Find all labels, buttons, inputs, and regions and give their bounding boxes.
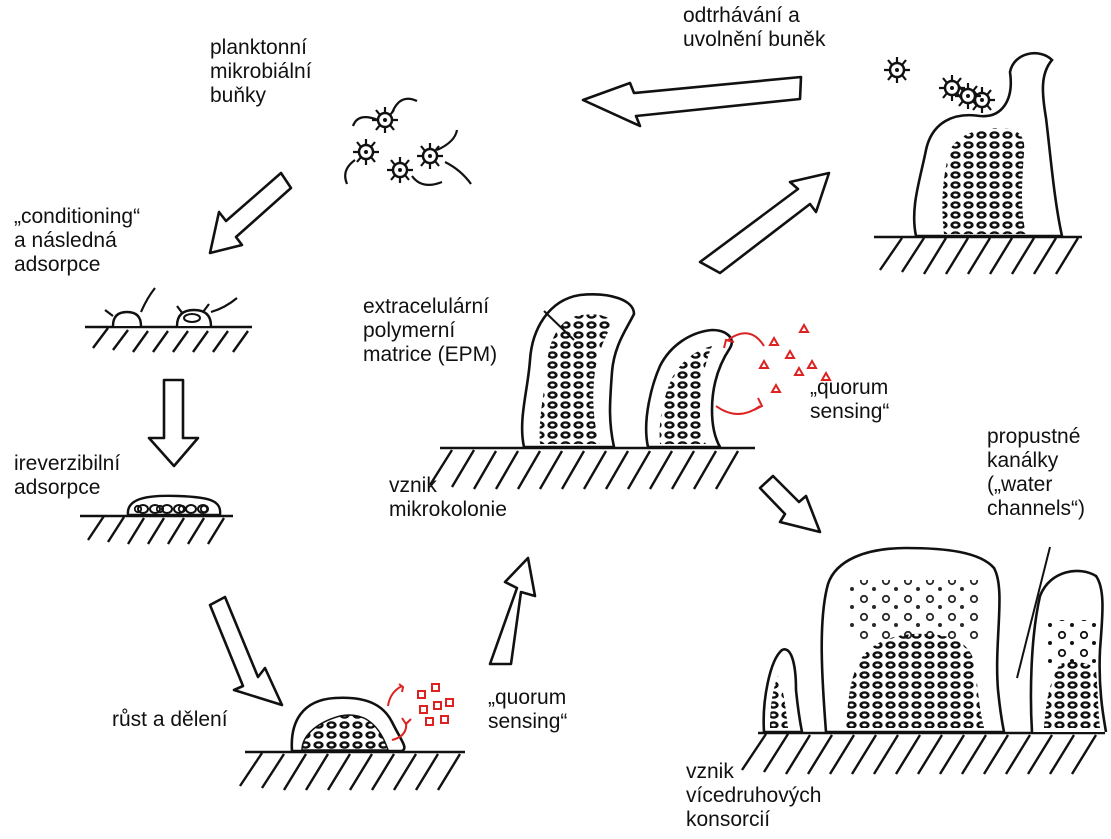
arrow-growth-to-microcolony [490, 558, 535, 664]
arrow-conditioning-to-irreversible [149, 380, 198, 466]
conditioning-surface [85, 288, 252, 352]
label-growth-division: růst a dělení [112, 708, 228, 732]
arrow-planktonic-to-conditioning [210, 173, 291, 253]
arrow-irreversible-to-growth [210, 597, 282, 705]
planktonic-cells [345, 99, 471, 185]
mature-biofilm [874, 53, 1082, 274]
irreversible-surface [80, 496, 233, 544]
arrow-microcolony-to-mature [700, 173, 829, 273]
arrow-microcolony-to-consortia [760, 476, 820, 532]
arrow-detach-to-planktonic [583, 77, 801, 126]
consortia-biofilm [742, 547, 1106, 774]
